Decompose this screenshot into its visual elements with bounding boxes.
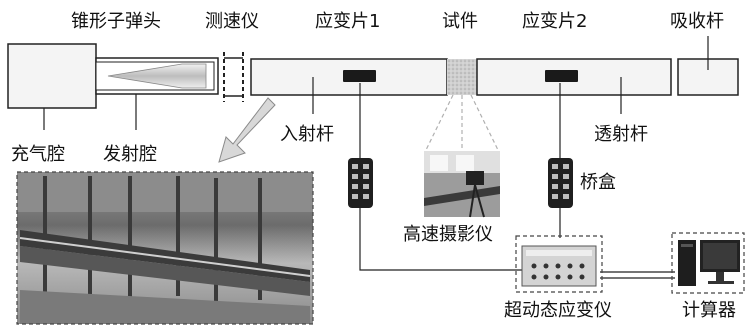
bridge-box-icon xyxy=(548,83,573,208)
zoom-arrow xyxy=(218,97,276,163)
bridge-box-label: 桥盒 xyxy=(580,172,616,193)
bridge-box-icon xyxy=(348,83,373,208)
camera-view-lines xyxy=(425,94,499,151)
camera-icon xyxy=(424,151,500,218)
strain-gauge-2-label: 应变片2 xyxy=(522,11,587,32)
photo-icon xyxy=(16,171,314,325)
computer-icon xyxy=(671,232,745,294)
launch-chamber-label: 发射腔 xyxy=(103,144,157,165)
conical-projectile xyxy=(107,63,207,89)
strain-gauge-2 xyxy=(545,70,578,82)
dynamic-strain-meter-label: 超动态应变仪 xyxy=(504,300,612,321)
computer-label: 计算器 xyxy=(682,300,736,321)
absorber-bar-label: 吸收杆 xyxy=(670,11,724,32)
gas-chamber xyxy=(7,43,97,109)
transmission-bar-label: 透射杆 xyxy=(594,124,648,145)
specimen-label: 试件 xyxy=(442,11,478,32)
specimen xyxy=(447,59,477,95)
strain-gauge-1 xyxy=(343,70,376,82)
absorber-bar xyxy=(677,58,739,96)
velocimeter xyxy=(223,52,244,102)
velocimeter-label: 测速仪 xyxy=(205,11,259,32)
signal-cables xyxy=(359,208,675,279)
strain-gauge-1-label: 应变片1 xyxy=(315,11,380,32)
projectile-label: 锥形子弹头 xyxy=(71,11,161,32)
gas-chamber-label: 充气腔 xyxy=(11,144,65,165)
incident-bar-label: 入射杆 xyxy=(280,124,334,145)
strain-meter-icon xyxy=(515,235,603,293)
high-speed-camera-label: 高速摄影仪 xyxy=(403,224,493,245)
